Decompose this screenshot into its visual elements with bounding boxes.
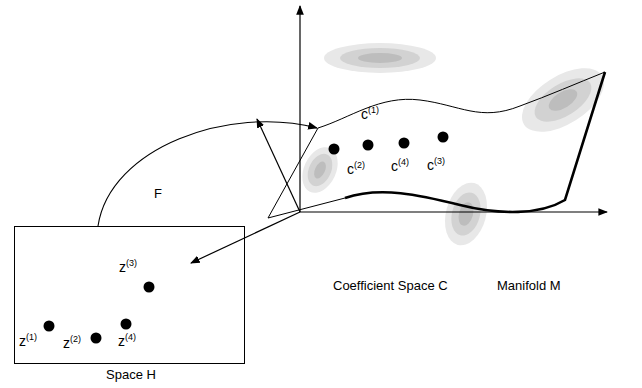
- manifold-fold-edge: [268, 128, 345, 218]
- manifold-top-edge: [318, 72, 605, 128]
- space-title: Space H: [106, 367, 156, 382]
- mapping-arrow: [98, 122, 317, 226]
- point-label: z(1): [19, 333, 37, 349]
- point-label: z(4): [118, 333, 136, 349]
- data-points: [44, 132, 449, 344]
- point-label: z(3): [119, 259, 137, 275]
- manifold-surface: Manifold M: [262, 62, 614, 298]
- manifold-bottom-edge: [345, 72, 605, 212]
- axes: [191, 6, 607, 263]
- point-label: c(1): [361, 106, 379, 122]
- space-box: Space H: [14, 226, 245, 364]
- space-label: Coefficient Space C: [333, 278, 448, 293]
- point-label: z(2): [63, 335, 81, 351]
- mapping-label: F: [152, 186, 164, 201]
- gaussian-blobs: [295, 43, 614, 250]
- point-label: c(3): [427, 157, 445, 173]
- point-label: c(4): [391, 158, 409, 174]
- manifold-label: Manifold M: [497, 278, 561, 293]
- point-label: c(2): [347, 161, 365, 177]
- manifold-outline: [262, 62, 614, 298]
